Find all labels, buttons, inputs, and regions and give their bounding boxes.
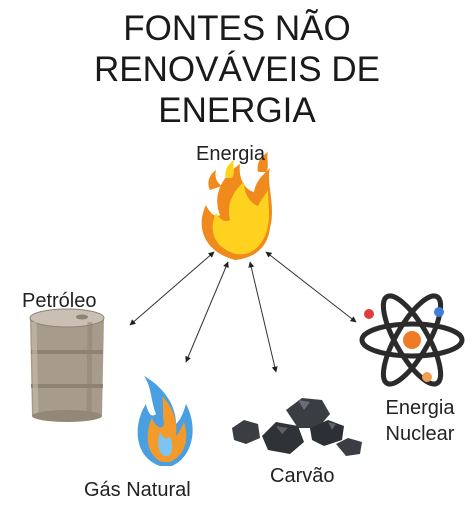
node-label-petroleo: Petróleo <box>22 290 97 312</box>
node-label-energia-nuclear: Energia Nuclear <box>372 395 468 447</box>
fire-icon <box>201 152 272 260</box>
atom-icon <box>359 293 465 387</box>
title-line-1: FONTES NÃO <box>123 9 351 48</box>
arrow-energia-carvao <box>248 261 278 373</box>
node-label-energia: Energia <box>196 143 265 165</box>
title-line-3: ENERGIA <box>158 91 316 130</box>
arrow-energia-gas <box>185 261 229 363</box>
nuclear-label-line-2: Nuclear <box>385 423 455 445</box>
node-label-carvao: Carvão <box>270 465 335 487</box>
arrow-energia-petroleo <box>129 251 215 326</box>
oil-barrel-icon <box>29 308 105 422</box>
arrow-energia-nuclear <box>265 251 357 323</box>
diagram-title: FONTES NÃO RENOVÁVEIS DE ENERGIA <box>0 8 474 131</box>
nuclear-label-line-1: Energia <box>385 397 455 419</box>
gas-flame-icon <box>137 376 193 466</box>
title-line-2: RENOVÁVEIS DE <box>94 50 380 89</box>
node-label-gas-natural: Gás Natural <box>84 479 191 501</box>
coal-icon <box>232 398 362 456</box>
